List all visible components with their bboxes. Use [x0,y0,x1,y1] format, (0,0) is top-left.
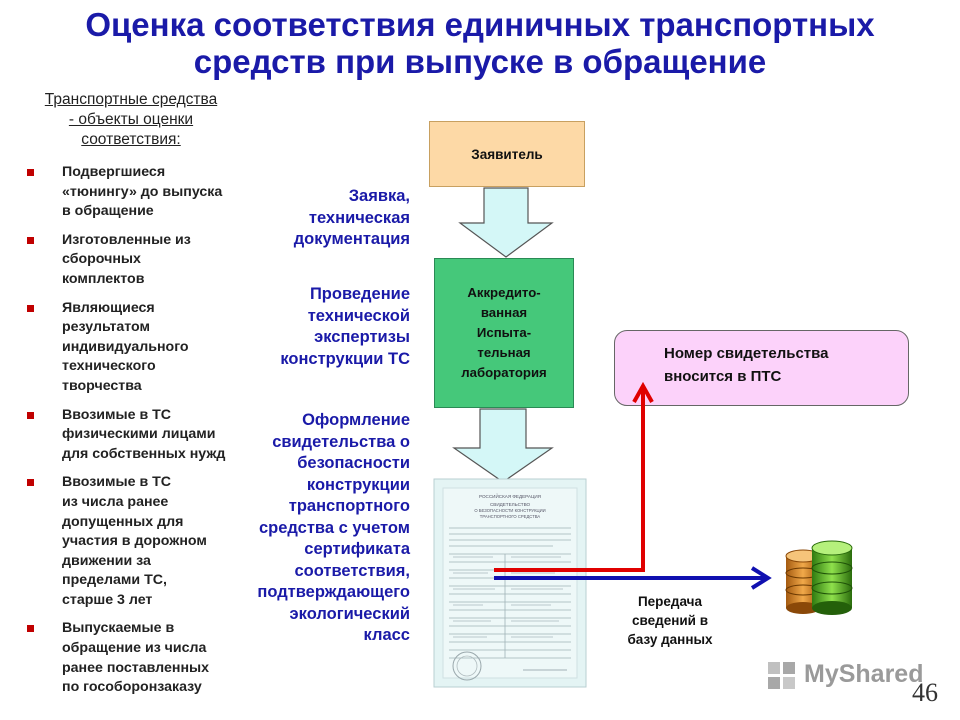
bullet-icon [27,236,34,244]
list-item: Ввозимые в ТС из числа ранее допущенных … [24,473,242,610]
certificate-header-2: СВИДЕТЕЛЬСТВО [490,502,531,507]
red-arrow-icon [494,381,654,572]
pts-box [614,330,909,406]
certificate-header-3: О БЕЗОПАСНОСТИ КОНСТРУКЦИИ [474,508,545,513]
page-title: Оценка соответствия единичных транспортн… [0,6,960,80]
down-arrow-icon [458,187,554,258]
bullet-icon [27,304,34,312]
title-line-2: средств при выпуске в обращение [193,43,767,80]
list-item: Подвергшиеся «тюнингу» до выпуска в обра… [24,163,242,222]
list-item: Ввозимые в ТС физическими лицами для соб… [24,406,242,465]
list-item: Являющиеся результатом индивидуального т… [24,299,242,397]
list-item-text: Являющиеся результатом индивидуального т… [62,299,189,394]
bullet-icon [27,411,34,419]
page-number: 46 [912,678,938,707]
watermark-text: MyShared [804,660,924,688]
list-item: Изготовленные из сборочных комплектов [24,231,242,290]
list-item-text: Изготовленные из сборочных комплектов [62,231,191,287]
transfer-label: Передача сведений в базу данных [627,594,713,647]
certificate-document-icon: РОССИЙСКАЯ ФЕДЕРАЦИЯ СВИДЕТЕЛЬСТВО О БЕЗ… [433,478,587,688]
list-item-text: Выпускаемые в обращение из числа ранее п… [62,620,210,696]
list-item-text: Ввозимые в ТС физическими лицами для соб… [62,406,226,462]
applicant-box: Заявитель [429,121,585,187]
database-icon [785,540,853,615]
step-label-expertise: Проведение технической экспертизы констр… [280,285,410,368]
criteria-list: Подвергшиеся «тюнингу» до выпуска в обра… [24,163,242,707]
certificate-header-4: ТРАНСПОРТНОГО СРЕДСТВА [480,514,541,519]
myshared-logo-icon [766,660,798,692]
bullet-icon [27,625,34,633]
left-panel-heading: Транспортные средства - объекты оценки с… [44,91,218,148]
bullet-icon [27,479,34,487]
step-label-application: Заявка, техническая документация [293,187,410,248]
certificate-header-1: РОССИЙСКАЯ ФЕДЕРАЦИЯ [479,492,541,499]
list-item-text: Ввозимые в ТС из числа ранее допущенных … [62,474,207,608]
pts-box-text: Номер свидетельства вносится в ПТС [664,345,829,385]
list-item: Выпускаемые в обращение из числа ранее п… [24,619,242,697]
bullet-icon [27,169,34,176]
blue-arrow-icon [494,566,772,590]
flow-arrows [494,381,772,590]
down-arrow-icon [452,408,554,483]
title-line-1: Оценка соответствия единичных транспортн… [85,6,875,43]
accredited-lab-box: Аккредито- ванная Испыта- тельная лабора… [434,258,574,408]
list-item-text: Подвергшиеся «тюнингу» до выпуска в обра… [62,164,223,220]
step-label-certificate: Оформление свидетельства о безопасности … [257,411,410,644]
